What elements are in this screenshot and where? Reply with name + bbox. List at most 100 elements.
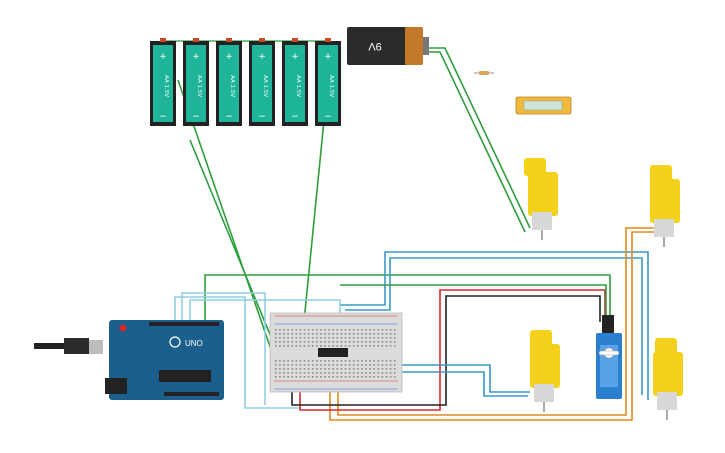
breadboard-hole[interactable] [303, 376, 306, 378]
breadboard-hole[interactable] [369, 341, 371, 343]
breadboard-hole[interactable] [283, 376, 285, 378]
breadboard-hole[interactable] [328, 364, 330, 366]
breadboard-hole[interactable] [352, 364, 355, 366]
breadboard-hole[interactable] [283, 333, 285, 335]
breadboard-hole[interactable] [365, 364, 367, 366]
breadboard-hole[interactable] [352, 360, 355, 362]
breadboard-hole[interactable] [324, 368, 326, 370]
breadboard-hole[interactable] [332, 333, 334, 335]
breadboard-hole[interactable] [336, 329, 339, 331]
breadboard-hole[interactable] [348, 360, 351, 362]
breadboard-hole[interactable] [348, 341, 351, 343]
breadboard-hole[interactable] [352, 345, 355, 347]
breadboard-hole[interactable] [393, 364, 396, 366]
battery-cell[interactable]: +AA 1.5V− [315, 38, 341, 126]
breadboard-hole[interactable] [389, 341, 392, 343]
breadboard-hole[interactable] [336, 341, 339, 343]
breadboard-hole[interactable] [393, 372, 396, 374]
breadboard-hole[interactable] [385, 345, 388, 347]
breadboard-hole[interactable] [348, 337, 351, 339]
breadboard-hole[interactable] [307, 372, 310, 374]
breadboard-hole[interactable] [381, 376, 384, 378]
breadboard-hole[interactable] [291, 364, 293, 366]
breadboard-hole[interactable] [332, 345, 334, 347]
breadboard-hole[interactable] [320, 376, 322, 378]
breadboard-hole[interactable] [381, 372, 384, 374]
breadboard-hole[interactable] [332, 337, 334, 339]
breadboard-hole[interactable] [332, 368, 334, 370]
breadboard-hole[interactable] [357, 372, 359, 374]
breadboard-hole[interactable] [324, 364, 326, 366]
breadboard-hole[interactable] [357, 364, 359, 366]
breadboard-hole[interactable] [393, 333, 396, 335]
breadboard-hole[interactable] [320, 345, 322, 347]
breadboard-hole[interactable] [275, 341, 277, 343]
breadboard-hole[interactable] [295, 337, 298, 339]
breadboard-hole[interactable] [357, 360, 359, 362]
breadboard-hole[interactable] [369, 368, 371, 370]
breadboard-hole[interactable] [275, 333, 277, 335]
breadboard-hole[interactable] [303, 368, 306, 370]
breadboard-hole[interactable] [299, 337, 302, 339]
breadboard-hole[interactable] [357, 337, 359, 339]
breadboard-hole[interactable] [385, 360, 388, 362]
breadboard-hole[interactable] [320, 333, 322, 335]
breadboard-hole[interactable] [295, 376, 298, 378]
breadboard-hole[interactable] [291, 341, 293, 343]
battery-cell[interactable]: +AA 1.5V− [282, 38, 308, 126]
breadboard-hole[interactable] [332, 372, 334, 374]
breadboard-hole[interactable] [344, 341, 347, 343]
breadboard-hole[interactable] [385, 341, 388, 343]
breadboard-hole[interactable] [336, 368, 339, 370]
breadboard-hole[interactable] [328, 341, 330, 343]
breadboard-hole[interactable] [344, 345, 347, 347]
breadboard-hole[interactable] [324, 360, 326, 362]
battery-pack[interactable]: +AA 1.5V−+AA 1.5V−+AA 1.5V−+AA 1.5V−+AA … [150, 38, 341, 126]
breadboard-hole[interactable] [373, 368, 375, 370]
battery-cell[interactable]: +AA 1.5V− [249, 38, 275, 126]
wire-blue-1[interactable] [340, 251, 649, 400]
breadboard-hole[interactable] [352, 376, 355, 378]
wire-blue-motor-mid-1[interactable] [345, 364, 530, 393]
breadboard-hole[interactable] [291, 368, 293, 370]
breadboard-hole[interactable] [299, 376, 302, 378]
breadboard-hole[interactable] [287, 337, 289, 339]
breadboard-hole[interactable] [283, 341, 285, 343]
breadboard-hole[interactable] [389, 333, 392, 335]
breadboard-hole[interactable] [295, 368, 298, 370]
breadboard-hole[interactable] [279, 333, 281, 335]
ic-chip[interactable] [318, 348, 348, 357]
breadboard-hole[interactable] [283, 345, 285, 347]
motor-bottom-right[interactable] [653, 338, 683, 420]
breadboard-hole[interactable] [340, 329, 343, 331]
breadboard-hole[interactable] [275, 345, 277, 347]
breadboard-hole[interactable] [377, 376, 380, 378]
breadboard-hole[interactable] [311, 329, 314, 331]
breadboard-hole[interactable] [348, 345, 351, 347]
breadboard-hole[interactable] [287, 372, 289, 374]
breadboard-hole[interactable] [352, 372, 355, 374]
breadboard-hole[interactable] [393, 329, 396, 331]
breadboard-hole[interactable] [328, 376, 330, 378]
breadboard-hole[interactable] [389, 368, 392, 370]
breadboard-hole[interactable] [332, 360, 334, 362]
breadboard-hole[interactable] [340, 341, 343, 343]
breadboard-hole[interactable] [344, 376, 347, 378]
breadboard-hole[interactable] [336, 345, 339, 347]
motor-bottom-middle[interactable] [530, 330, 560, 412]
breadboard-hole[interactable] [287, 376, 289, 378]
motor-top-right[interactable] [650, 165, 680, 247]
breadboard-hole[interactable] [299, 329, 302, 331]
breadboard-hole[interactable] [357, 368, 359, 370]
breadboard-hole[interactable] [307, 329, 310, 331]
breadboard-hole[interactable] [352, 329, 355, 331]
breadboard-hole[interactable] [291, 360, 293, 362]
breadboard-hole[interactable] [373, 376, 375, 378]
breadboard-hole[interactable] [311, 337, 314, 339]
breadboard-hole[interactable] [348, 329, 351, 331]
breadboard-hole[interactable] [357, 341, 359, 343]
breadboard-hole[interactable] [332, 329, 334, 331]
breadboard-hole[interactable] [381, 329, 384, 331]
breadboard-hole[interactable] [307, 341, 310, 343]
breadboard-hole[interactable] [365, 376, 367, 378]
